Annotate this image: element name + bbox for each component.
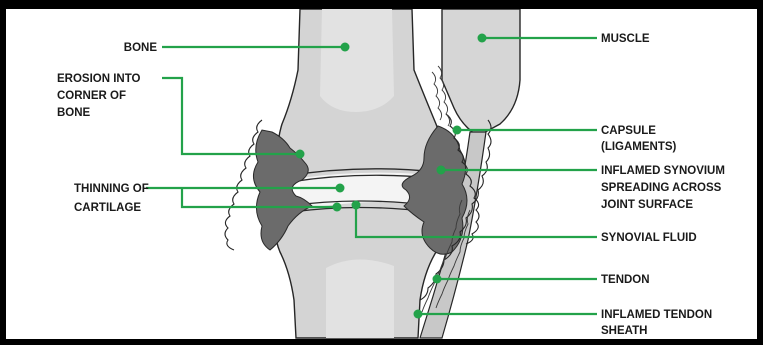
label-bone: BONE	[124, 42, 158, 54]
label-synovium: INFLAMED SYNOVIUM SPREADING ACROSS JOINT…	[601, 165, 728, 211]
joint-illustration	[225, 9, 520, 338]
dot-cartilage-upper	[336, 184, 345, 193]
label-muscle: MUSCLE	[601, 33, 650, 45]
label-cartilage: THINNING OF CARTILAGE	[74, 183, 152, 214]
muscle-shape	[442, 9, 520, 136]
label-tendon: TENDON	[601, 274, 650, 286]
label-synovial-fluid: SYNOVIAL FLUID	[601, 232, 697, 244]
label-tendon-sheath: INFLAMED TENDON SHEATH	[601, 309, 715, 337]
upper-bone-marrow	[320, 9, 394, 112]
dot-bone	[341, 43, 350, 52]
labels-left: BONE EROSION INTO CORNER OF BONE THINNIN…	[57, 42, 157, 214]
dot-synovium	[437, 166, 446, 175]
dot-capsule	[453, 126, 462, 135]
dot-fluid	[352, 201, 361, 210]
dot-erosion	[296, 150, 305, 159]
capsule-upper-strand	[432, 72, 442, 120]
label-capsule: CAPSULE (LIGAMENTS)	[601, 125, 677, 153]
dot-tendon	[433, 275, 442, 284]
dot-muscle	[478, 34, 487, 43]
dot-cartilage-lower	[333, 203, 342, 212]
lower-bone-marrow	[326, 259, 394, 338]
joint-diagram: BONE EROSION INTO CORNER OF BONE THINNIN…	[6, 9, 757, 339]
label-erosion: EROSION INTO CORNER OF BONE	[57, 73, 144, 119]
labels-right: MUSCLE CAPSULE (LIGAMENTS) INFLAMED SYNO…	[601, 33, 728, 337]
dot-sheath	[414, 310, 423, 319]
